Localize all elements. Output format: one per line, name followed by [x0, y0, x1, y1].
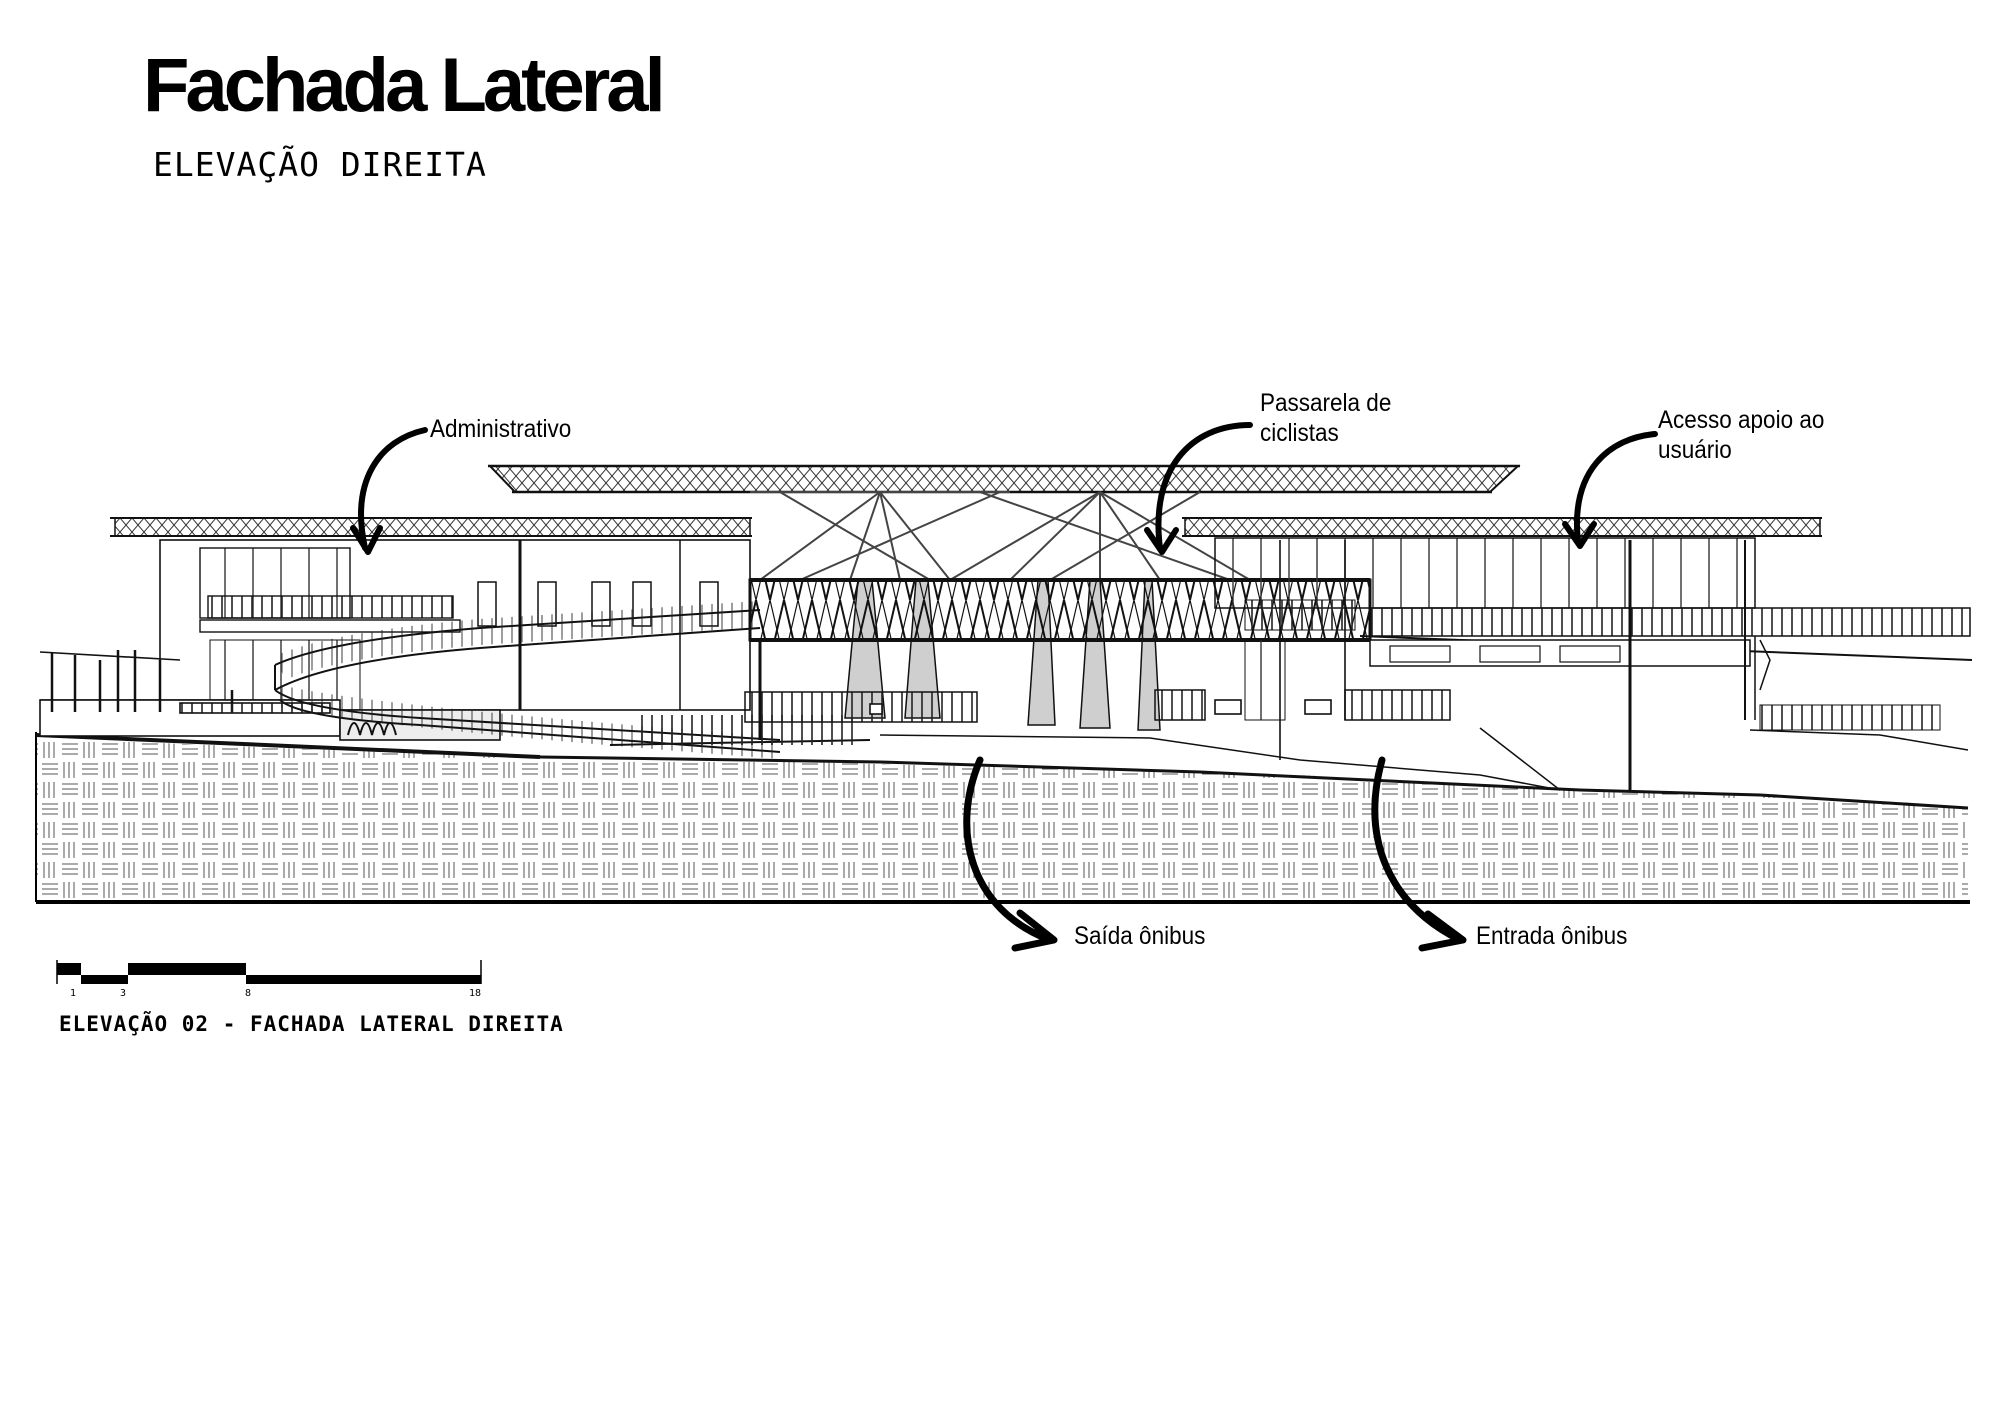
callout-entrada-onibus: Entrada ônibus	[1476, 922, 1628, 950]
arrow-entrada-icon	[1371, 756, 1464, 944]
support-building	[1182, 517, 1973, 790]
drawing-caption: ELEVAÇÃO 02 - FACHADA LATERAL DIREITA	[59, 1012, 564, 1036]
arrow-saida-icon	[963, 756, 1054, 944]
arrow-administrativo-icon	[358, 427, 428, 551]
scale-tick-label: 1	[70, 988, 76, 999]
scale-tick-label: 3	[120, 988, 126, 999]
scale-tick-label: 8	[245, 988, 251, 999]
ground-railings	[744, 689, 1451, 723]
scale-tick-label: 18	[469, 988, 481, 999]
paving-ground	[35, 732, 1970, 904]
arrow-acesso-icon	[1573, 431, 1658, 545]
arrow-passarela-icon	[1155, 422, 1253, 551]
page-subtitle: ELEVAÇÃO DIREITA	[153, 145, 487, 184]
page-title: Fachada Lateral	[143, 43, 666, 128]
callout-passarela-line2: ciclistas	[1260, 419, 1339, 447]
callout-passarela-line1: Passarela de	[1260, 389, 1392, 417]
annotation-arrows	[350, 422, 1658, 952]
callout-saida-onibus: Saída ônibus	[1074, 922, 1206, 950]
scale-bar: 1 3 8 18	[56, 960, 482, 999]
callout-acesso-line1: Acesso apoio ao	[1658, 406, 1825, 434]
callout-acesso-line2: usuário	[1658, 436, 1732, 464]
callout-administrativo: Administrativo	[430, 415, 572, 443]
ground-line	[35, 727, 1969, 810]
